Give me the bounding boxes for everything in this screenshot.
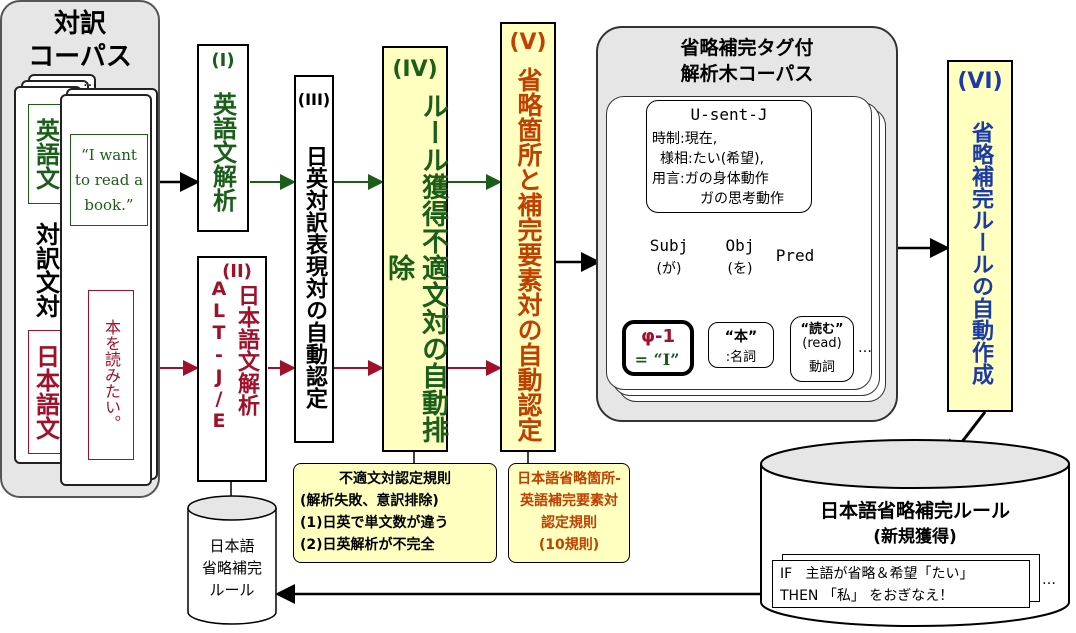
tree-pred-label: Pred (775, 246, 815, 265)
step-4-number: (IV) (392, 56, 438, 82)
tree-noun-pos: :名詞 (725, 350, 757, 365)
step-2-box (197, 256, 267, 482)
tree-verb-english: (read) (802, 336, 842, 351)
tree-verb-node (790, 316, 854, 382)
unsuitable-pair-rules-box: 不適文対認定規則 (解析失敗、意訳排除) (1)日英で単文数が違う (2)日英解… (293, 463, 497, 563)
rule-then-line: THEN 「私」 をおぎなえ！ (780, 588, 954, 604)
ellipsis-rules-line4: (10規則) (538, 537, 600, 553)
step-2-text: 日本語文解析 (234, 284, 259, 416)
step-1-number: (I) (211, 49, 235, 71)
ellipsis-rules-line3: 認定規則 (541, 515, 597, 531)
tree-subj-label: Subj (649, 236, 689, 255)
corpus-card-more: … (83, 74, 97, 90)
rule-if-line: IF 主語が省略＆希望「たい」 (780, 566, 974, 582)
tree-zero-pronoun-node (622, 320, 694, 376)
tree-obj-label: Obj (725, 236, 755, 255)
rule-more-indicator: … (1042, 572, 1056, 588)
tree-more-indicator: … (858, 340, 872, 356)
step-3-number: (III) (297, 89, 331, 109)
tree-verb-pos: 動詞 (808, 360, 835, 375)
pair-label: 対訳文対 (31, 222, 60, 318)
small-rule-db-cylinder (187, 495, 277, 625)
tree-subj-case: (が) (656, 261, 682, 277)
step-1-text: 英語文解析 (208, 92, 237, 212)
japanese-sentence: 本を読みたい。 (88, 290, 134, 460)
step-5-box (500, 22, 556, 452)
rule-card (772, 560, 1030, 608)
step-4-box (382, 46, 448, 452)
ellipsis-rules-line1: 日本語省略箇所- (517, 471, 621, 487)
tree-attr-modality: 様相:たい(希望), (660, 151, 765, 167)
tree-obj-case: (を) (727, 261, 753, 277)
unsuitable-rules-title: 不適文対認定規則 (339, 471, 451, 487)
tree-attr-tense: 時制:現在, (652, 131, 718, 147)
step-4-text: ルール獲得不適文対の自動排除 (383, 91, 448, 443)
ellipsis-rule-db-sub: (新規獲得) (873, 526, 957, 547)
step-1-box (197, 44, 249, 232)
small-rule-db-label: 日本語 省略補完 ルール (201, 537, 262, 599)
step-5-text: 省略箇所と補完要素対の自動認定 (514, 66, 543, 442)
step-2-system: ALT-J/E (208, 278, 230, 432)
step-6-number: (VI) (957, 68, 1003, 94)
step-5-number: (V) (509, 29, 547, 55)
step-2-number: (II) (222, 260, 252, 282)
unsuitable-rule-1: (1)日英で単文数が違う (300, 515, 449, 531)
tree-noun-word: “本” (724, 329, 758, 345)
tree-root-node (646, 100, 812, 213)
japanese-sentence-label: 日本語文 (28, 330, 64, 454)
parallel-corpus-title: 対訳 コーパス (28, 9, 132, 72)
tree-attr-predicate2: ガの思考動作 (700, 191, 784, 207)
unsuitable-rules-sub: (解析失敗、意訳排除) (300, 493, 439, 509)
tree-corpus-title: 省略補完タグ付 解析木コーパス (680, 37, 814, 85)
tree-verb-word: “読む” (800, 322, 844, 337)
step-3-box (294, 75, 334, 443)
ellipsis-rule-db-title: 日本語省略補完ルール (819, 499, 1010, 522)
unsuitable-rule-2: (2)日英解析が不完全 (300, 537, 435, 553)
tree-attr-predicate: 用言:ガの身体動作 (652, 171, 769, 187)
english-sentence: “I want to read a book.” (70, 134, 148, 226)
step-3-text: 日英対訳表現対の自動認定 (302, 145, 327, 409)
tree-noun-node (708, 322, 774, 368)
tree-zero-pronoun-value: = “I” (634, 350, 680, 369)
english-sentence-label: 英語文 (28, 104, 64, 204)
ellipsis-pair-rules-box: 日本語省略箇所- 英語補完要素対 認定規則 (10規則) (508, 463, 630, 563)
ellipsis-rules-line2: 英語補完要素対 (520, 493, 618, 509)
tree-root-label: U-sent-J (690, 104, 768, 124)
tree-zero-pronoun: φ-1 (640, 326, 676, 347)
step-6-text: 省略補完ルールの自動作成 (968, 121, 993, 385)
step-6-box (947, 60, 1013, 412)
